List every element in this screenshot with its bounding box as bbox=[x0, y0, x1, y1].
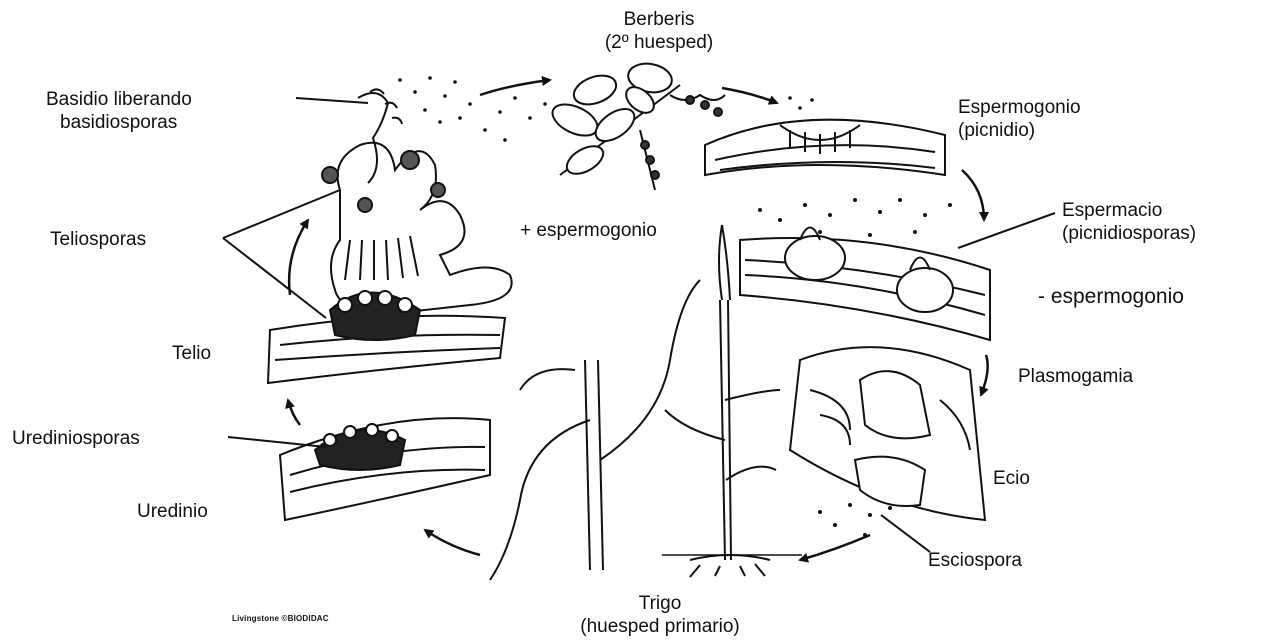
teliosporas-label: Teliosporas bbox=[50, 228, 146, 251]
esciospora-label: Esciospora bbox=[928, 549, 1022, 572]
aecium-illustration bbox=[790, 347, 985, 520]
plasmogamia-label: Plasmogamia bbox=[1018, 365, 1133, 388]
trigo-name: Trigo bbox=[540, 592, 780, 615]
espermogonio-label: Espermogonio (picnidio) bbox=[958, 96, 1081, 142]
espermacio-label: Espermacio (picnidiosporas) bbox=[1062, 199, 1196, 245]
ecio-label: Ecio bbox=[993, 467, 1030, 490]
espermogonio-line1: Espermogonio bbox=[958, 96, 1081, 119]
berberis-host-role: (2º huesped) bbox=[584, 31, 734, 54]
espermacio-line2: (picnidiosporas) bbox=[1062, 222, 1196, 245]
basidio-line2: basidiosporas bbox=[46, 111, 192, 134]
basidium-illustration bbox=[322, 89, 512, 315]
urediniosporas-label: Urediniosporas bbox=[12, 427, 140, 450]
trigo-label: Trigo (huesped primario) bbox=[540, 592, 780, 638]
berberis-label: Berberis (2º huesped) bbox=[584, 8, 734, 54]
berberis-plant-illustration bbox=[548, 60, 725, 190]
uredinio-label: Uredinio bbox=[137, 500, 208, 523]
credit-text: Livingstone ©BIODIDAC bbox=[232, 614, 329, 623]
espermogonio-line2: (picnidio) bbox=[958, 119, 1081, 142]
telio-label: Telio bbox=[172, 342, 211, 365]
basidio-label: Basidio liberando basidiosporas bbox=[46, 88, 192, 134]
espermacio-line1: Espermacio bbox=[1062, 199, 1196, 222]
uredinium-illustration bbox=[280, 418, 490, 520]
berberis-name: Berberis bbox=[584, 8, 734, 31]
spermogonium-illustration bbox=[705, 120, 945, 175]
plus-espermogonio-label: + espermogonio bbox=[520, 219, 657, 242]
trigo-host-role: (huesped primario) bbox=[540, 615, 780, 638]
minus-espermogonio-label: - espermogonio bbox=[1038, 285, 1184, 308]
basidio-line1: Basidio liberando bbox=[46, 88, 192, 111]
spermatia-illustration bbox=[740, 228, 990, 341]
